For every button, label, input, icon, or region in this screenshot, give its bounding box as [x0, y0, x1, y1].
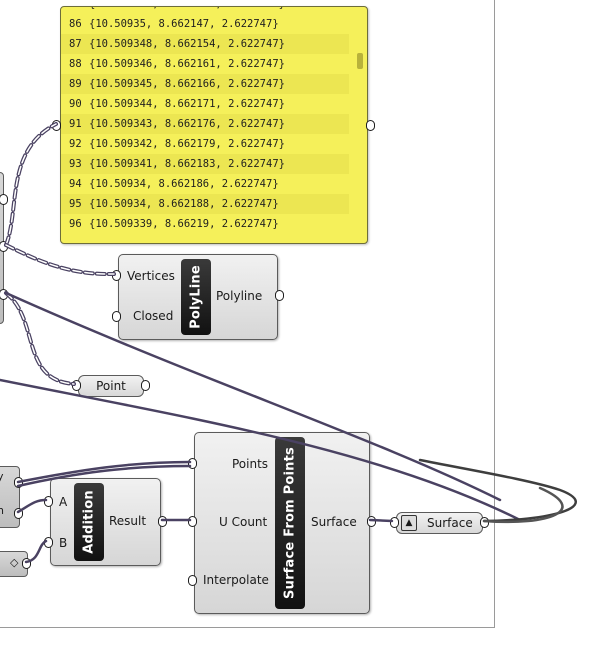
- addition-b-grip[interactable]: [44, 537, 53, 548]
- panel-row-value: {10.50934, 8.662188, 2.622747}: [89, 198, 279, 210]
- polyline-name-plate: PolyLine: [181, 259, 211, 335]
- polyline-component[interactable]: Vertices Closed PolyLine Polyline: [118, 254, 278, 340]
- panel-row-index: 87: [69, 38, 82, 50]
- panel-row-value: {10.509348, 8.662154, 2.622747}: [89, 38, 285, 50]
- surface-param-label: Surface: [427, 516, 473, 530]
- addition-input-b: B: [59, 536, 68, 550]
- panel-row-index: 88: [69, 58, 82, 70]
- point-param-input-grip[interactable]: [72, 380, 81, 391]
- panel-row: 85{10.509352, 8.662139, 2.622747}: [61, 7, 349, 14]
- addition-input-a: A: [59, 495, 68, 509]
- sfp-points-grip[interactable]: [188, 458, 197, 469]
- panel-row: 93 {10.509341, 8.662183, 2.622747}: [61, 154, 349, 174]
- polyline-input-closed: Closed: [133, 309, 174, 323]
- panel-output-grip[interactable]: [366, 120, 375, 131]
- panel-row: 92 {10.509342, 8.662179, 2.622747}: [61, 134, 349, 154]
- addition-a-grip[interactable]: [44, 496, 53, 507]
- panel-row-index: 91: [69, 118, 82, 130]
- sfp-name-plate: Surface From Points: [275, 437, 305, 609]
- sfp-ucount-grip[interactable]: [188, 516, 197, 527]
- panel-row: 94 {10.50934, 8.662186, 2.622747}: [61, 174, 349, 194]
- panel-row: 88 {10.509346, 8.662161, 2.622747}: [61, 54, 349, 74]
- polyline-output-grip[interactable]: [275, 290, 284, 301]
- polyline-input-vertices: Vertices: [127, 269, 175, 283]
- panel-row: 91 {10.509343, 8.662176, 2.622747}: [61, 114, 349, 134]
- surface-param-input-grip[interactable]: [390, 517, 399, 528]
- offscreen-output-grip-5[interactable]: [14, 508, 23, 519]
- panel-row-index: 90: [69, 98, 82, 110]
- surface-param[interactable]: ▲ Surface: [396, 512, 483, 534]
- points-panel[interactable]: 85{10.509352, 8.662139, 2.622747} 86 {10.…: [60, 6, 368, 244]
- sfp-input-ucount: U Count: [219, 515, 268, 529]
- panel-row: 96 {10.509339, 8.66219, 2.622747}: [61, 214, 349, 234]
- panel-row: 90 {10.509344, 8.662171, 2.622747}: [61, 94, 349, 114]
- sfp-interpolate-grip[interactable]: [188, 575, 197, 586]
- panel-row-index: 89: [69, 78, 82, 90]
- wire-surface-out-loop2: [482, 486, 564, 524]
- polyline-closed-grip[interactable]: [112, 311, 121, 322]
- panel-row: 95 {10.50934, 8.662188, 2.622747}: [61, 194, 349, 214]
- panel-row-value: {10.509341, 8.662183, 2.622747}: [89, 158, 285, 170]
- panel-row: 87 {10.509348, 8.662154, 2.622747}: [61, 34, 349, 54]
- offscreen-slider[interactable]: ◇: [0, 551, 28, 577]
- panel-row-value: {10.509342, 8.662179, 2.622747}: [89, 138, 285, 150]
- panel-row-value: {10.509346, 8.662161, 2.622747}: [89, 58, 285, 70]
- offscreen-output-label-n: n: [0, 504, 4, 517]
- addition-title: Addition: [81, 490, 97, 554]
- offscreen-output-grip-1[interactable]: [0, 194, 8, 205]
- panel-row-value: {10.509339, 8.66219, 2.622747}: [89, 218, 279, 230]
- panel-row-index: 86: [69, 18, 82, 30]
- polyline-vertices-grip[interactable]: [112, 270, 121, 281]
- offscreen-output-grip-3[interactable]: [0, 289, 8, 300]
- addition-name-plate: Addition: [74, 483, 104, 561]
- polyline-output: Polyline: [216, 289, 263, 303]
- panel-row-value: {10.50935, 8.662147, 2.622747}: [89, 18, 279, 30]
- panel-row-value: {10.509344, 8.662171, 2.622747}: [89, 98, 285, 110]
- surface-param-output-grip[interactable]: [480, 517, 489, 528]
- panel-row-index: 95: [69, 198, 82, 210]
- sfp-input-interpolate: Interpolate: [203, 573, 269, 587]
- addition-output: Result: [109, 514, 147, 528]
- panel-row: 86 {10.50935, 8.662147, 2.622747}: [61, 14, 349, 34]
- slider-diamond-icon: ◇: [10, 556, 19, 569]
- sfp-title: Surface From Points: [282, 447, 298, 599]
- grasshopper-canvas[interactable]: y n ◇ 85{10.509352, 8.662139, 2.622747} …: [0, 0, 495, 628]
- addition-result-grip[interactable]: [158, 516, 167, 527]
- point-param-output-grip[interactable]: [141, 380, 150, 391]
- offscreen-slider-grip[interactable]: [22, 558, 31, 569]
- addition-component[interactable]: A B Addition Result: [50, 478, 161, 566]
- panel-scrollbar[interactable]: [357, 53, 363, 69]
- panel-row-index: 92: [69, 138, 82, 150]
- surface-icon: ▲: [401, 515, 417, 531]
- offscreen-output-label-y: y: [0, 470, 4, 483]
- point-param-label: Point: [96, 379, 126, 393]
- panel-row-index: 93: [69, 158, 82, 170]
- panel-row-value: {10.509343, 8.662176, 2.622747}: [89, 118, 285, 130]
- sfp-input-points: Points: [232, 457, 269, 471]
- sfp-output-surface: Surface: [311, 515, 357, 529]
- panel-row: 89 {10.509345, 8.662166, 2.622747}: [61, 74, 349, 94]
- polyline-title: PolyLine: [188, 265, 204, 329]
- surface-from-points-component[interactable]: Points U Count Interpolate Surface From …: [194, 432, 370, 614]
- offscreen-output-grip-2[interactable]: [0, 241, 8, 252]
- offscreen-output-grip-4[interactable]: [14, 477, 23, 488]
- panel-input-grip[interactable]: [52, 120, 61, 131]
- point-param[interactable]: Point: [78, 375, 144, 397]
- panel-row-index: 96: [69, 218, 82, 230]
- panel-row-value: {10.50934, 8.662186, 2.622747}: [89, 178, 279, 190]
- sfp-surface-grip[interactable]: [367, 516, 376, 527]
- panel-row-index: 94: [69, 178, 82, 190]
- panel-row-value: {10.509345, 8.662166, 2.622747}: [89, 78, 285, 90]
